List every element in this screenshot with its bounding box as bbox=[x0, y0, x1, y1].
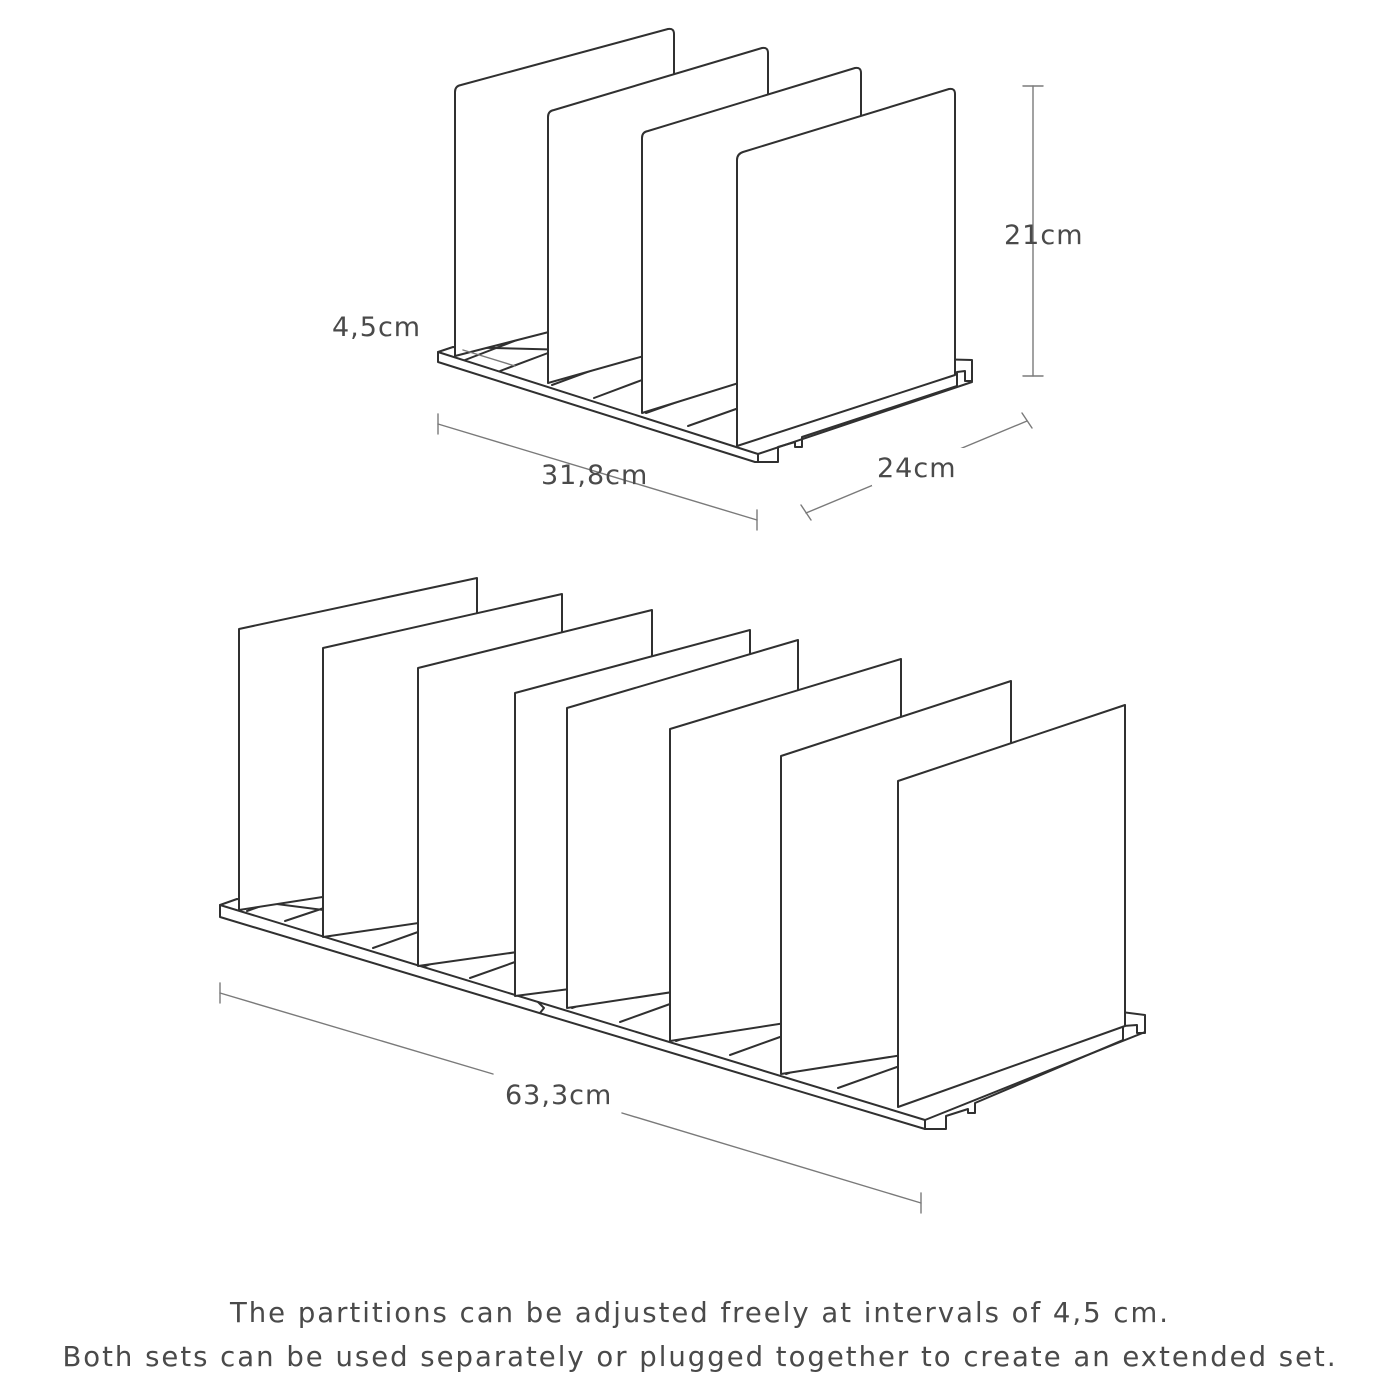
interval-dimension-line bbox=[462, 349, 516, 367]
caption-line-1: The partitions can be adjusted freely at… bbox=[229, 1297, 1171, 1329]
extended-length-label: 63,3cm bbox=[505, 1080, 612, 1111]
small-set-drawing bbox=[437, 27, 973, 463]
small-length-label: 31,8cm bbox=[541, 460, 648, 491]
caption-line-2: Both sets can be used separately or plug… bbox=[62, 1341, 1338, 1373]
small-height-dimension bbox=[1022, 85, 1044, 377]
small-interval-label: 4,5cm bbox=[332, 312, 421, 343]
depth-label-backdrop bbox=[872, 448, 968, 486]
small-length-dimension bbox=[437, 413, 758, 531]
small-partition-4 bbox=[736, 87, 956, 447]
extended-partition-8 bbox=[897, 704, 1126, 1108]
extended-length-dimension bbox=[219, 982, 922, 1214]
extended-set-drawing bbox=[219, 577, 1146, 1130]
small-depth-label: 24cm bbox=[877, 453, 957, 484]
small-height-label: 21cm bbox=[1004, 220, 1084, 251]
